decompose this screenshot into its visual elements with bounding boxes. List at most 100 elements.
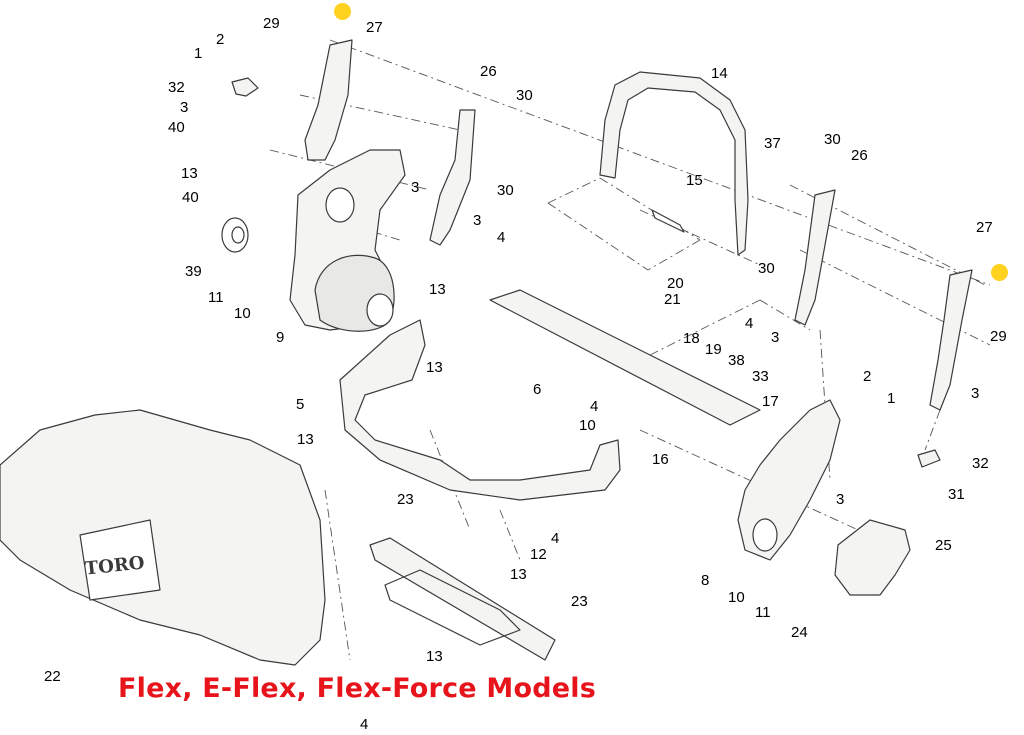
center-link-right — [794, 189, 836, 326]
right-cover — [834, 519, 911, 596]
callout-13: 13 — [181, 165, 198, 182]
guide-line — [429, 429, 471, 531]
callout-15: 15 — [686, 172, 703, 189]
front-housing — [0, 409, 326, 666]
guide-line — [547, 202, 649, 271]
guide-line — [819, 329, 831, 481]
callout-38: 38 — [728, 352, 745, 369]
pad-31 — [917, 449, 941, 468]
guide-line — [647, 239, 701, 271]
callout-30: 30 — [758, 260, 775, 277]
right-plate-bore — [752, 518, 778, 552]
callout-3: 3 — [411, 179, 420, 196]
bail-handle — [599, 71, 749, 256]
callout-19: 19 — [705, 341, 722, 358]
callout-30: 30 — [516, 87, 533, 104]
highlight-marker-top — [334, 3, 351, 20]
callout-13: 13 — [426, 359, 443, 376]
callout-33: 33 — [752, 368, 769, 385]
callout-3: 3 — [473, 212, 482, 229]
callout-4: 4 — [497, 229, 506, 246]
lever-left — [231, 77, 259, 97]
callout-3: 3 — [180, 99, 189, 116]
callout-10: 10 — [728, 589, 745, 606]
callout-1: 1 — [194, 45, 203, 62]
guide-line — [649, 299, 761, 356]
long-bar — [489, 289, 761, 426]
callout-20: 20 — [667, 275, 684, 292]
callout-39: 39 — [185, 263, 202, 280]
callout-40: 40 — [168, 119, 185, 136]
center-link-left — [429, 109, 476, 246]
bearing-bore-left — [366, 293, 394, 327]
callout-11: 11 — [755, 604, 771, 621]
callout-11: 11 — [208, 289, 224, 306]
callout-3: 3 — [836, 491, 845, 508]
callout-5: 5 — [296, 396, 305, 413]
callout-9: 9 — [276, 329, 285, 346]
callout-31: 31 — [948, 486, 965, 503]
callout-4: 4 — [551, 530, 560, 547]
callout-29: 29 — [990, 328, 1007, 345]
callout-3: 3 — [971, 385, 980, 402]
guide-line — [599, 177, 701, 241]
housing-logo-panel — [79, 519, 161, 601]
callout-40: 40 — [182, 189, 199, 206]
callout-4: 4 — [745, 315, 754, 332]
callout-22: 22 — [44, 668, 61, 685]
callout-10: 10 — [234, 305, 251, 322]
callout-10: 10 — [579, 417, 596, 434]
callout-6: 6 — [533, 381, 542, 398]
roller-mount-frame — [384, 569, 521, 646]
callout-26: 26 — [851, 147, 868, 164]
callout-32: 32 — [168, 79, 185, 96]
callout-1: 1 — [887, 390, 896, 407]
callout-2: 2 — [863, 368, 872, 385]
seal-39-inner — [231, 226, 245, 244]
callout-4: 4 — [360, 716, 369, 733]
highlight-marker-right — [991, 264, 1008, 281]
spring-15 — [651, 209, 685, 233]
callout-13: 13 — [429, 281, 446, 298]
callout-3: 3 — [771, 329, 780, 346]
callout-30: 30 — [824, 131, 841, 148]
right-upper-arm — [929, 269, 973, 411]
roller-mount-bar — [369, 537, 556, 661]
callout-27: 27 — [976, 219, 993, 236]
callout-14: 14 — [711, 65, 728, 82]
guide-line — [639, 429, 881, 541]
callout-4: 4 — [590, 398, 599, 415]
guide-line — [329, 39, 991, 286]
callout-32: 32 — [972, 455, 989, 472]
callout-23: 23 — [397, 491, 414, 508]
callout-18: 18 — [683, 330, 700, 347]
callout-27: 27 — [366, 19, 383, 36]
callout-2: 2 — [216, 31, 225, 48]
guide-line — [324, 489, 351, 661]
callout-24: 24 — [791, 624, 808, 641]
callout-37: 37 — [764, 135, 781, 152]
side-plate-bore — [325, 187, 355, 223]
callout-17: 17 — [762, 393, 779, 410]
front-frame — [339, 319, 621, 501]
models-caption: Flex, E-Flex, Flex-Force Models — [118, 673, 596, 704]
guide-line — [924, 409, 941, 451]
guide-line — [789, 184, 986, 286]
callout-13: 13 — [510, 566, 527, 583]
callout-23: 23 — [571, 593, 588, 610]
callout-26: 26 — [480, 63, 497, 80]
callout-13: 13 — [297, 431, 314, 448]
callout-13: 13 — [426, 648, 443, 665]
callout-8: 8 — [701, 572, 710, 589]
callout-16: 16 — [652, 451, 669, 468]
callout-21: 21 — [664, 291, 681, 308]
callout-30: 30 — [497, 182, 514, 199]
callout-25: 25 — [935, 537, 952, 554]
callout-12: 12 — [530, 546, 547, 563]
left-upper-arm — [304, 39, 353, 161]
callout-29: 29 — [263, 15, 280, 32]
guide-line — [547, 177, 601, 204]
guide-line — [499, 509, 521, 561]
